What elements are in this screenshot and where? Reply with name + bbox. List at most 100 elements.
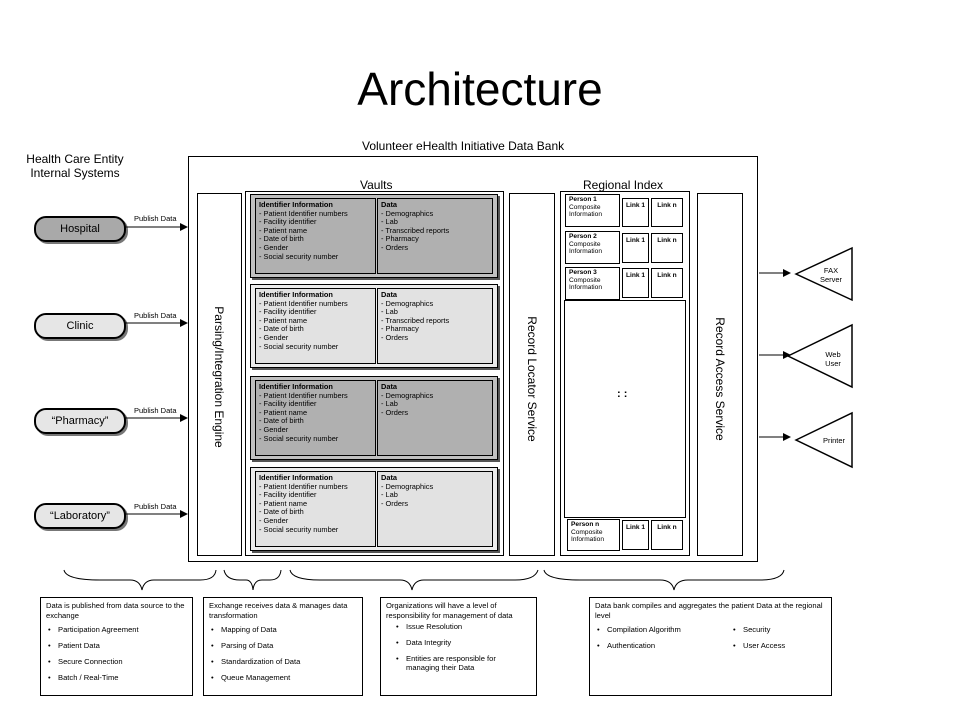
note-bullet: Parsing of Data bbox=[209, 641, 357, 651]
ident-line: - Social security number bbox=[259, 524, 339, 534]
note-bullet: Mapping of Data bbox=[209, 625, 357, 635]
entity-label: “Laboratory” bbox=[50, 510, 110, 522]
databank-box bbox=[188, 156, 758, 562]
identifier-cell: Identifier Information - Patient Identif… bbox=[255, 380, 376, 456]
index-ellipsis: : : bbox=[617, 388, 628, 400]
note-bullet: Security bbox=[731, 625, 785, 635]
data-line: - Transcribed reports bbox=[381, 315, 450, 325]
note-bullet: Compilation Algorithm bbox=[595, 625, 731, 635]
data-line: - Lab bbox=[381, 399, 398, 409]
entities-header: Health Care Entity Internal Systems bbox=[26, 152, 124, 180]
link-cell: Link n bbox=[651, 233, 683, 263]
person-info: Composite Information bbox=[569, 276, 602, 292]
person-info: Composite Information bbox=[571, 528, 604, 544]
ident-line: - Gender bbox=[259, 242, 289, 252]
link-cell: Link 1 bbox=[622, 233, 649, 263]
ident-line: - Social security number bbox=[259, 433, 339, 443]
note-publish: Data is published from data source to th… bbox=[40, 597, 193, 696]
note-organizations: Organizations will have a level of respo… bbox=[380, 597, 537, 696]
regional-index-header: Regional Index bbox=[583, 178, 664, 192]
identifier-title: Identifier Information bbox=[259, 382, 333, 391]
ident-line: - Patient name bbox=[259, 225, 308, 235]
ident-line: - Date of birth bbox=[259, 324, 304, 334]
person-name: Person 3 bbox=[569, 269, 597, 276]
note-bullet: Entities are responsible for managing th… bbox=[394, 654, 531, 672]
entity-label: Hospital bbox=[60, 223, 100, 235]
record-access-box bbox=[697, 193, 743, 556]
regional-index-inner bbox=[564, 300, 686, 518]
data-line: - Orders bbox=[381, 407, 409, 417]
data-line: - Orders bbox=[381, 242, 409, 252]
publish-label: Publish Data bbox=[134, 502, 177, 511]
note-intro: Data bank compiles and aggregates the pa… bbox=[595, 601, 823, 620]
ident-line: - Social security number bbox=[259, 341, 339, 351]
record-access-label: Record Access Service bbox=[713, 317, 727, 441]
ident-line: - Social security number bbox=[259, 251, 339, 261]
vault: Identifier Information - Patient Identif… bbox=[250, 284, 498, 368]
databank-title: Volunteer eHealth Initiative Data Bank bbox=[362, 139, 565, 153]
ident-line: - Patient name bbox=[259, 315, 308, 325]
ident-line: - Patient Identifier numbers bbox=[259, 481, 348, 491]
data-line: - Demographics bbox=[381, 390, 434, 400]
vault: Identifier Information - Patient Identif… bbox=[250, 194, 498, 278]
person-name: Person n bbox=[571, 521, 600, 528]
data-line: - Lab bbox=[381, 307, 398, 317]
entity-laboratory: “Laboratory” bbox=[34, 503, 126, 529]
slide-title: Architecture bbox=[357, 63, 603, 115]
note-bullet: Standardization of Data bbox=[209, 657, 357, 667]
note-bullet: Batch / Real-Time bbox=[46, 673, 187, 683]
data-line: - Pharmacy bbox=[381, 324, 419, 334]
entity-clinic: Clinic bbox=[34, 313, 126, 339]
note-bullet: Issue Resolution bbox=[394, 622, 531, 632]
entity-label: “Pharmacy” bbox=[51, 415, 109, 427]
vault: Identifier Information - Patient Identif… bbox=[250, 467, 498, 551]
note-bullet: Authentication bbox=[595, 641, 731, 651]
data-line: - Demographics bbox=[381, 298, 434, 308]
person-cell: Person 3 Composite Information bbox=[565, 267, 620, 300]
note-exchange: Exchange receives data & manages data tr… bbox=[203, 597, 363, 696]
ident-line: - Gender bbox=[259, 515, 289, 525]
link-cell: Link 1 bbox=[622, 520, 649, 550]
note-intro: Organizations will have a level of respo… bbox=[386, 601, 513, 620]
note-bullet: Queue Management bbox=[209, 673, 357, 683]
web-user-label: Web User bbox=[825, 350, 841, 368]
link-cell: Link 1 bbox=[622, 268, 649, 298]
ident-line: - Facility identifier bbox=[259, 217, 317, 227]
data-line: - Demographics bbox=[381, 208, 434, 218]
parsing-engine-label: Parsing/Integration Engine bbox=[212, 306, 226, 448]
note-bullet: Data Integrity bbox=[394, 638, 531, 648]
parsing-engine-box bbox=[197, 193, 242, 556]
person-info: Composite Information bbox=[569, 203, 602, 219]
data-line: - Lab bbox=[381, 217, 398, 227]
link-cell: Link n bbox=[651, 198, 683, 227]
person-cell: Person 1 Composite Information bbox=[565, 194, 620, 227]
ident-line: - Patient Identifier numbers bbox=[259, 298, 348, 308]
data-cell: Data - Demographics - Lab - Orders bbox=[377, 471, 493, 547]
note-bullet: Participation Agreement bbox=[46, 625, 187, 635]
record-locator-box bbox=[509, 193, 555, 556]
identifier-title: Identifier Information bbox=[259, 200, 333, 209]
ident-line: - Facility identifier bbox=[259, 307, 317, 317]
person-cell: Person 2 Composite Information bbox=[565, 231, 620, 264]
vaults-header: Vaults bbox=[360, 178, 393, 192]
note-bullet: Patient Data bbox=[46, 641, 187, 651]
data-cell: Data - Demographics - Lab - Orders bbox=[377, 380, 493, 456]
note-intro: Exchange receives data & manages data tr… bbox=[209, 601, 348, 620]
ident-line: - Gender bbox=[259, 424, 289, 434]
data-line: - Demographics bbox=[381, 481, 434, 491]
vaults-box bbox=[245, 191, 504, 556]
person-cell: Person n Composite Information bbox=[567, 519, 620, 551]
publish-label: Publish Data bbox=[134, 311, 177, 320]
data-line: - Orders bbox=[381, 332, 409, 342]
data-title: Data bbox=[381, 200, 398, 209]
ident-line: - Patient Identifier numbers bbox=[259, 208, 348, 218]
printer-label: Printer bbox=[822, 436, 846, 445]
ident-line: - Patient name bbox=[259, 407, 308, 417]
entity-pharmacy: “Pharmacy” bbox=[34, 408, 126, 434]
regional-index-box bbox=[560, 191, 690, 556]
note-bullet: User Access bbox=[731, 641, 785, 651]
entity-hospital: Hospital bbox=[34, 216, 126, 242]
publish-label: Publish Data bbox=[134, 406, 177, 415]
person-name: Person 1 bbox=[569, 196, 597, 203]
